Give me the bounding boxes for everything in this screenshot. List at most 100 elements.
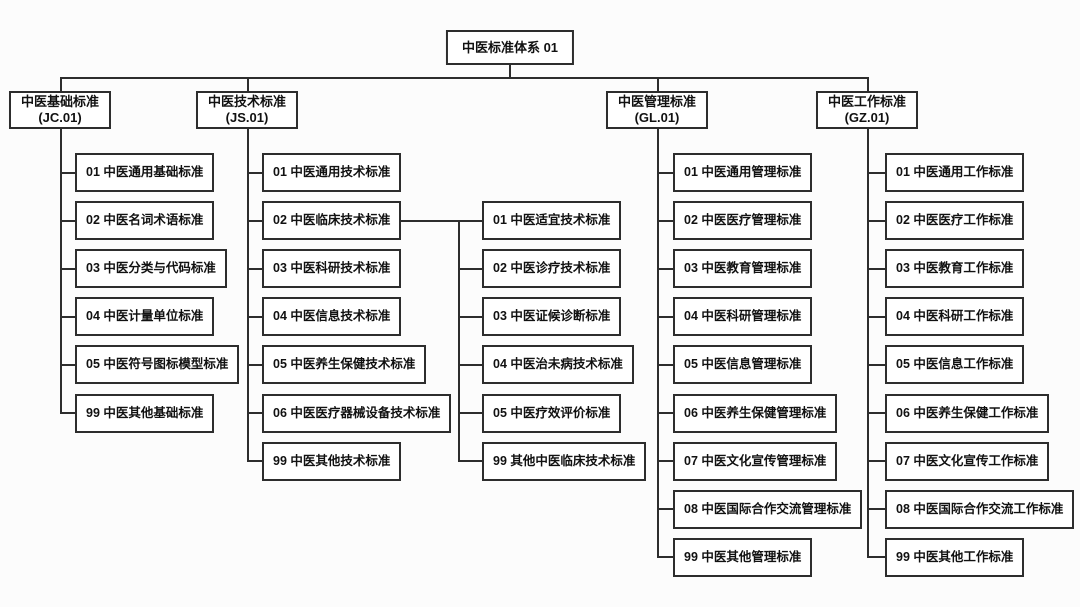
connector-line (247, 315, 270, 318)
connector-line (247, 219, 270, 222)
connector-line (60, 363, 83, 366)
branch-title: 中医工作标准 (827, 93, 907, 109)
connector-line (867, 556, 893, 559)
node-gl-08: 08 中医国际合作交流管理标准 (673, 489, 863, 529)
node-js-sub-02: 02 中医诊疗技术标准 (482, 249, 622, 289)
branch-title: 中医技术标准 (207, 93, 287, 109)
node-js-sub-99: 99 其他中医临床技术标准 (482, 441, 647, 481)
connector-line (657, 508, 681, 511)
node-gl-05: 05 中医信息管理标准 (673, 345, 813, 385)
connector-line (867, 412, 893, 414)
branch-code: (GL.01) (634, 110, 680, 125)
connector-line (247, 412, 270, 414)
connector-line (247, 363, 270, 366)
node-branch-gz: 中医工作标准 (GZ.01) (815, 91, 919, 129)
node-js-04: 04 中医信息技术标准 (262, 297, 402, 337)
node-gl-04: 04 中医科研管理标准 (673, 297, 813, 337)
branch-trunk-line (657, 129, 659, 559)
node-gl-07: 07 中医文化宣传管理标准 (673, 441, 838, 481)
connector-line (867, 363, 893, 366)
node-gz-07: 07 中医文化宣传工作标准 (885, 441, 1050, 481)
node-gz-99: 99 中医其他工作标准 (885, 537, 1025, 577)
connector-line (657, 363, 681, 366)
branch-trunk-line (247, 129, 249, 463)
node-jc-05: 05 中医符号图标模型标准 (75, 345, 240, 385)
branch-code: (GZ.01) (844, 110, 890, 125)
connector-line (60, 412, 83, 414)
connector-line (60, 171, 83, 174)
connector-line (458, 460, 490, 463)
node-gl-99: 99 中医其他管理标准 (673, 537, 813, 577)
branch-trunk-line (60, 129, 62, 414)
connector-line (657, 267, 681, 270)
sub-branch-line (399, 219, 460, 222)
branch-drop-line (60, 77, 62, 91)
node-gz-08: 08 中医国际合作交流工作标准 (885, 489, 1075, 529)
connector-line (458, 267, 490, 270)
connector-line (458, 219, 490, 222)
connector-line (867, 460, 893, 463)
connector-line (458, 412, 490, 414)
connector-line (247, 460, 270, 463)
node-branch-js: 中医技术标准 (JS.01) (195, 91, 299, 129)
connector-line (247, 171, 270, 174)
node-gz-06: 06 中医养生保健工作标准 (885, 393, 1050, 433)
node-js-02: 02 中医临床技术标准 (262, 201, 402, 241)
node-js-sub-03: 03 中医证候诊断标准 (482, 297, 622, 337)
node-js-03: 03 中医科研技术标准 (262, 249, 402, 289)
branch-drop-line (657, 77, 659, 91)
node-gz-02: 02 中医医疗工作标准 (885, 201, 1025, 241)
node-branch-jc: 中医基础标准 (JC.01) (8, 91, 112, 129)
node-js-01: 01 中医通用技术标准 (262, 153, 402, 192)
node-root: 中医标准体系 01 (445, 30, 575, 65)
sub-trunk-line (458, 219, 460, 463)
connector-line (867, 171, 893, 174)
connector-line (657, 219, 681, 222)
connector-line (60, 315, 83, 318)
connector-line (867, 219, 893, 222)
node-branch-gl: 中医管理标准 (GL.01) (605, 91, 709, 129)
connector-line (60, 219, 83, 222)
root-drop-line (509, 65, 511, 77)
connector-line (867, 267, 893, 270)
node-jc-03: 03 中医分类与代码标准 (75, 249, 227, 289)
node-js-sub-05: 05 中医疗效评价标准 (482, 393, 622, 433)
node-gz-03: 03 中医教育工作标准 (885, 249, 1025, 289)
connector-line (657, 315, 681, 318)
branch-code: (JC.01) (38, 110, 82, 125)
node-js-99: 99 中医其他技术标准 (262, 441, 402, 481)
node-jc-02: 02 中医名词术语标准 (75, 201, 215, 241)
node-gz-01: 01 中医通用工作标准 (885, 153, 1025, 192)
node-gl-01: 01 中医通用管理标准 (673, 153, 813, 192)
connector-line (458, 315, 490, 318)
connector-line (867, 315, 893, 318)
branch-trunk-line (867, 129, 869, 559)
connector-line (867, 508, 893, 511)
connector-line (458, 363, 490, 366)
node-js-06: 06 中医医疗器械设备技术标准 (262, 393, 452, 433)
branch-code: (JS.01) (225, 110, 269, 125)
connector-line (60, 267, 83, 270)
top-horizontal-line (60, 77, 869, 79)
node-gz-04: 04 中医科研工作标准 (885, 297, 1025, 337)
node-jc-99: 99 中医其他基础标准 (75, 393, 215, 433)
connector-line (247, 267, 270, 270)
root-label: 中医标准体系 01 (461, 40, 559, 55)
connector-line (657, 171, 681, 174)
node-gl-03: 03 中医教育管理标准 (673, 249, 813, 289)
connector-line (657, 556, 681, 559)
connector-line (657, 412, 681, 414)
node-js-05: 05 中医养生保健技术标准 (262, 345, 427, 385)
node-js-sub-04: 04 中医治未病技术标准 (482, 345, 634, 385)
node-gz-05: 05 中医信息工作标准 (885, 345, 1025, 385)
node-jc-04: 04 中医计量单位标准 (75, 297, 215, 337)
node-gl-06: 06 中医养生保健管理标准 (673, 393, 838, 433)
node-jc-01: 01 中医通用基础标准 (75, 153, 215, 192)
branch-drop-line (867, 77, 869, 91)
node-gl-02: 02 中医医疗管理标准 (673, 201, 813, 241)
branch-drop-line (247, 77, 249, 91)
branch-title: 中医基础标准 (20, 93, 100, 109)
branch-title: 中医管理标准 (617, 93, 697, 109)
node-js-sub-01: 01 中医适宜技术标准 (482, 201, 622, 241)
